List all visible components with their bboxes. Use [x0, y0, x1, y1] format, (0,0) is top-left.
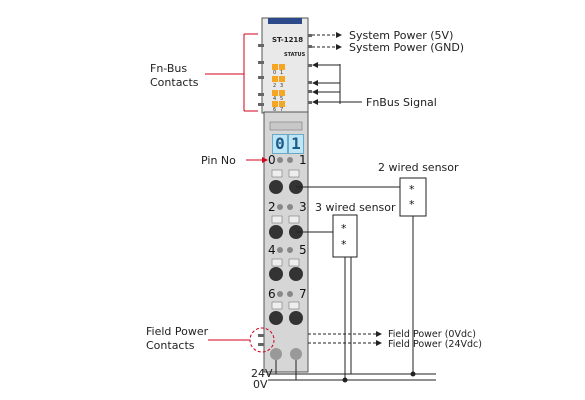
field-power-contacts-label-line2: Contacts [146, 339, 195, 352]
pin-6: 6 [268, 287, 276, 301]
led-1 [279, 64, 285, 70]
led-7 [279, 101, 285, 107]
pin-no-pointer [246, 157, 268, 163]
pin-7: 7 [299, 287, 307, 301]
three-wire-sensor-symbol-bottom: * [341, 238, 347, 251]
field-power-24v-label: Field Power (24Vdc) [388, 339, 482, 350]
led-label-5: 5 [280, 96, 284, 102]
field-power-contacts-marker [208, 327, 275, 353]
pin-4: 4 [268, 243, 276, 257]
led-label-2: 2 [273, 83, 277, 89]
two-wire-sensor-symbol-top: * [409, 183, 415, 196]
fnbus-signal-label: FnBus Signal [366, 96, 437, 109]
rail-0v-label: 0V [253, 378, 268, 391]
system-power-arrows [312, 32, 342, 50]
two-wired-sensor-label: 2 wired sensor [378, 161, 459, 174]
three-wire-sensor-symbol-top: * [341, 222, 347, 235]
fnbus-contacts-bracket [205, 33, 258, 112]
led-0 [272, 64, 278, 70]
led-4 [272, 90, 278, 96]
led-label-1: 1 [280, 70, 284, 76]
system-power-5v-label: System Power (5V) [349, 29, 454, 42]
pin-1: 1 [299, 153, 307, 167]
led-label-0: 0 [273, 70, 277, 76]
led-3 [279, 76, 285, 82]
module-model-label: ST-1218 [272, 36, 304, 44]
display-digit-1: 1 [288, 134, 304, 154]
led-5 [279, 90, 285, 96]
field-power-arrows [308, 331, 382, 346]
io-module [258, 17, 312, 373]
pin-2: 2 [268, 200, 276, 214]
led-label-6: 6 [273, 107, 277, 113]
pin-3: 3 [299, 200, 307, 214]
rail-junctions [342, 371, 416, 383]
led-label-4: 4 [273, 96, 277, 102]
fnbus-contacts-label-line2: Contacts [150, 76, 199, 89]
field-power-contacts-label-line1: Field Power [146, 325, 209, 338]
rail-24v-label: 24V [251, 367, 273, 380]
led-6 [272, 101, 278, 107]
display-digit-0: 0 [272, 134, 288, 154]
power-rails [268, 360, 436, 381]
led-2 [272, 76, 278, 82]
two-wire-sensor-symbol-bottom: * [409, 198, 415, 211]
three-wired-sensor-label: 3 wired sensor [315, 201, 396, 214]
field-power-0v-label: Field Power (0Vdc) [388, 329, 476, 340]
led-label-7: 7 [280, 107, 284, 113]
pin-0: 0 [268, 153, 276, 167]
led-label-3: 3 [280, 83, 284, 89]
pin-5: 5 [299, 243, 307, 257]
status-label: STATUS [284, 52, 306, 58]
fnbus-contacts-label-line1: Fn-Bus [150, 62, 188, 75]
system-power-gnd-label: System Power (GND) [349, 41, 465, 54]
pin-no-label: Pin No [201, 154, 236, 167]
sensor-boxes [332, 177, 427, 258]
fnbus-signal-arrows [312, 62, 362, 105]
sensor-wiring [296, 186, 414, 380]
